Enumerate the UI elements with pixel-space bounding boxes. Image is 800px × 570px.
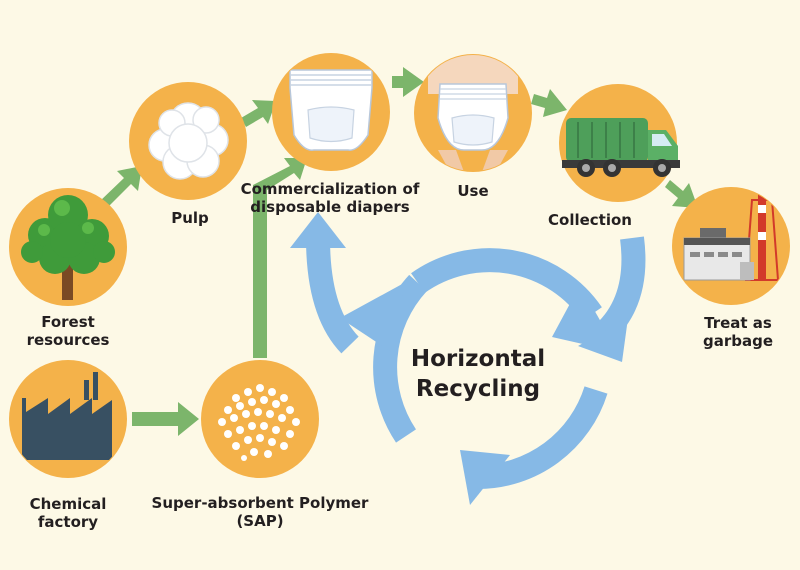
arrow-chemical-to-sap: [132, 402, 199, 436]
recycle-head-left: [340, 283, 404, 355]
center-title-line: Recycling: [415, 376, 541, 402]
recycle-head-commercialization: [290, 212, 346, 248]
recycle-head-bottom: [460, 450, 510, 505]
diaper-icon: [289, 69, 373, 151]
recycle-arrow-to-commercialization: [306, 237, 359, 354]
label-line: garbage: [702, 332, 774, 350]
node-sap: [201, 360, 319, 478]
polymer-beads-icon: [218, 384, 300, 461]
recycle-head-collection: [578, 318, 628, 362]
center-title: Horizontal Recycling: [398, 344, 558, 404]
arrow-pulp-to-commercialization: [241, 100, 276, 127]
label-chemical-factory: Chemical factory: [18, 495, 118, 531]
arrow-forest-to-pulp: [99, 166, 142, 209]
label-pulp: Pulp: [150, 209, 230, 227]
process-arrows: [99, 67, 698, 436]
recycling-arrows: [290, 212, 646, 505]
tree-icon: [21, 195, 115, 300]
label-line: (SAP): [236, 512, 284, 530]
label-treat-as-garbage: Treat as garbage: [690, 314, 786, 350]
garbage-truck-icon: [562, 118, 680, 177]
label-line: Chemical: [29, 495, 107, 513]
label-line: Forest: [41, 313, 95, 331]
label-line: Pulp: [171, 209, 209, 227]
label-line: Commercialization of: [240, 180, 420, 198]
center-title-line: Horizontal: [410, 346, 546, 372]
label-line: Collection: [548, 211, 632, 229]
factory-icon: [22, 372, 112, 460]
arrow-sap-to-commercialization: [253, 158, 307, 358]
label-line: Use: [457, 182, 489, 200]
cotton-pulp-icon: [148, 102, 229, 180]
recycle-arc-left: [373, 274, 428, 443]
arrow-commercialization-to-use: [392, 67, 424, 97]
label-collection: Collection: [540, 211, 640, 229]
worn-diaper-icon: [428, 55, 518, 171]
recycle-arrow-from-collection: [595, 236, 646, 342]
label-line: factory: [37, 513, 99, 531]
label-line: Treat as: [704, 314, 772, 332]
arrow-collection-to-garbage: [665, 180, 698, 208]
label-line: resources: [26, 331, 110, 349]
label-use: Use: [443, 182, 503, 200]
recycle-arc-top: [411, 248, 602, 321]
label-sap: Super-absorbent Polymer (SAP): [148, 494, 372, 530]
arrow-use-to-collection: [531, 89, 567, 117]
recycle-arc-bottom: [477, 386, 608, 489]
label-line: disposable diapers: [250, 198, 410, 216]
label-line: Super-absorbent Polymer: [151, 494, 369, 512]
label-commercialization: Commercialization of disposable diapers: [230, 180, 430, 216]
label-forest-resources: Forest resources: [18, 313, 118, 349]
